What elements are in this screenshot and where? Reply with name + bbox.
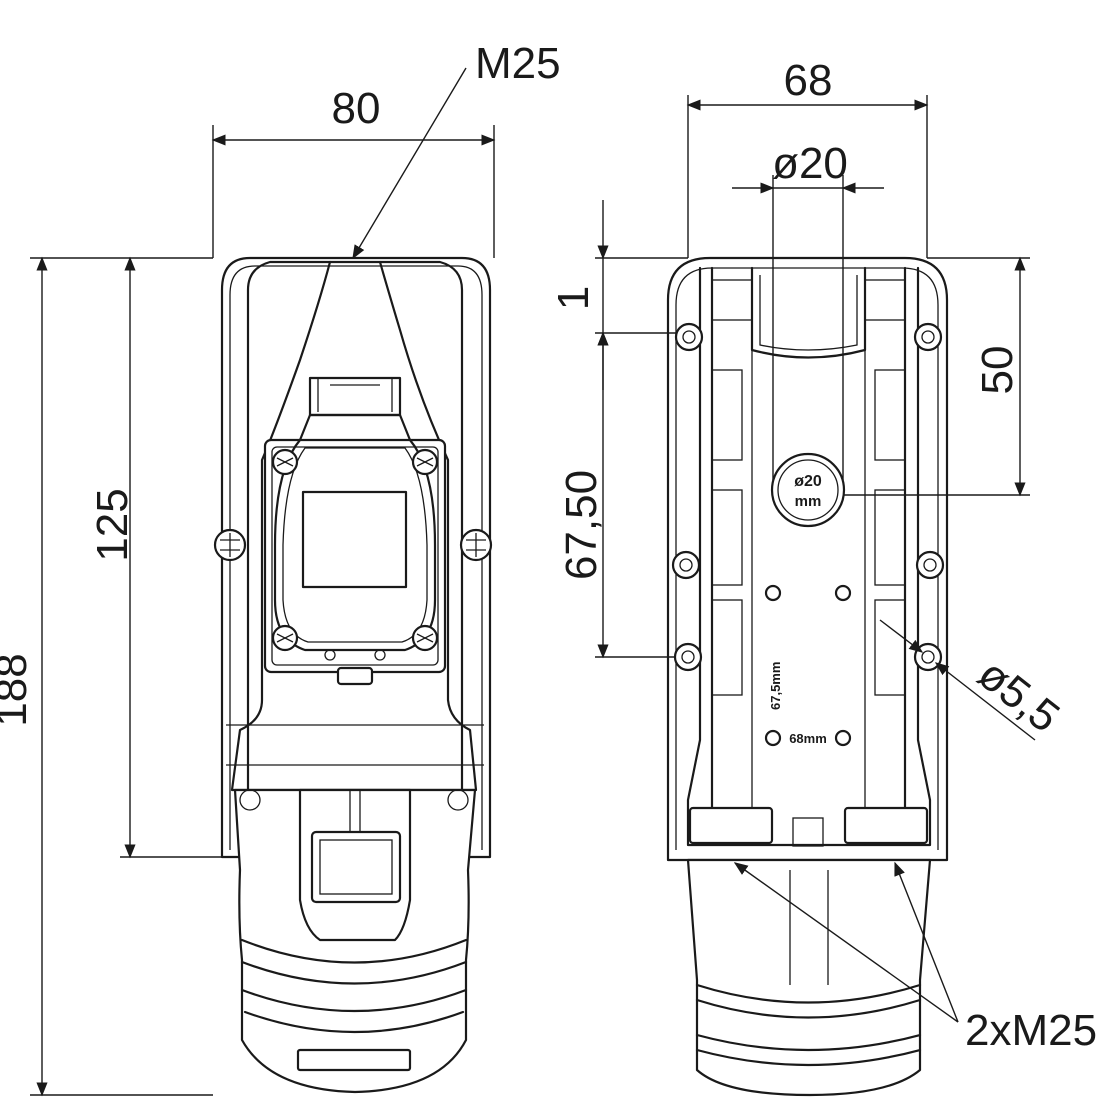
back-plug-body bbox=[686, 858, 932, 1097]
back-mount-holes bbox=[671, 322, 945, 747]
front-thread-label: M25 bbox=[475, 39, 561, 88]
back-width-dimension: 68 bbox=[686, 56, 929, 258]
front-view: 80 M25 188 125 bbox=[0, 39, 561, 1097]
front-height-125-dimension: 125 bbox=[88, 256, 235, 859]
front-plate-screw-br bbox=[411, 624, 439, 652]
front-side-screw-right bbox=[459, 528, 493, 562]
front-height-188-dimension: 188 bbox=[0, 256, 213, 1097]
back-offset-1-dimension: 1 bbox=[549, 200, 688, 390]
back-view: 68 ø20 1 67,50 bbox=[549, 56, 1097, 1097]
front-plug-body bbox=[233, 788, 477, 1094]
front-plate-screw-tr bbox=[411, 448, 439, 476]
back-offset-6750-label: 67,50 bbox=[557, 470, 606, 580]
back-mount-hole-dimension: ø5,5 bbox=[879, 619, 1069, 742]
front-width-dimension: 80 bbox=[211, 84, 496, 258]
front-plate-screw-tl bbox=[271, 448, 299, 476]
front-housing bbox=[220, 256, 492, 862]
front-plate-screw-bl bbox=[271, 624, 299, 652]
front-side-screw-left bbox=[213, 528, 247, 562]
front-socket-plate bbox=[263, 376, 447, 686]
back-glands-label: 2xM25 bbox=[965, 1006, 1097, 1055]
back-marking-68: 68mm bbox=[789, 731, 827, 746]
back-mount-hole-label: ø5,5 bbox=[969, 649, 1069, 742]
back-center-hole-marking-bottom: mm bbox=[795, 493, 822, 510]
back-offset-50-dimension: 50 bbox=[843, 256, 1030, 497]
back-offset-1-label: 1 bbox=[549, 286, 598, 310]
back-width-label: 68 bbox=[784, 56, 833, 105]
front-thread-leader: M25 bbox=[352, 39, 561, 260]
back-marking-675: 67,5mm bbox=[768, 662, 783, 710]
back-center-hole: ø20 mm bbox=[770, 452, 846, 528]
back-offset-50-label: 50 bbox=[973, 346, 1022, 395]
front-width-label: 80 bbox=[332, 84, 381, 133]
front-height-125-label: 125 bbox=[88, 488, 137, 561]
front-height-188-label: 188 bbox=[0, 653, 36, 726]
back-glands-dimension: 2xM25 bbox=[733, 861, 1097, 1055]
back-hole-dimension: ø20 bbox=[732, 139, 884, 480]
back-plate bbox=[666, 256, 949, 862]
back-offset-6750-dimension: 67,50 bbox=[557, 331, 680, 659]
back-center-hole-marking-top: ø20 bbox=[794, 473, 822, 490]
back-hole-label: ø20 bbox=[772, 139, 848, 188]
